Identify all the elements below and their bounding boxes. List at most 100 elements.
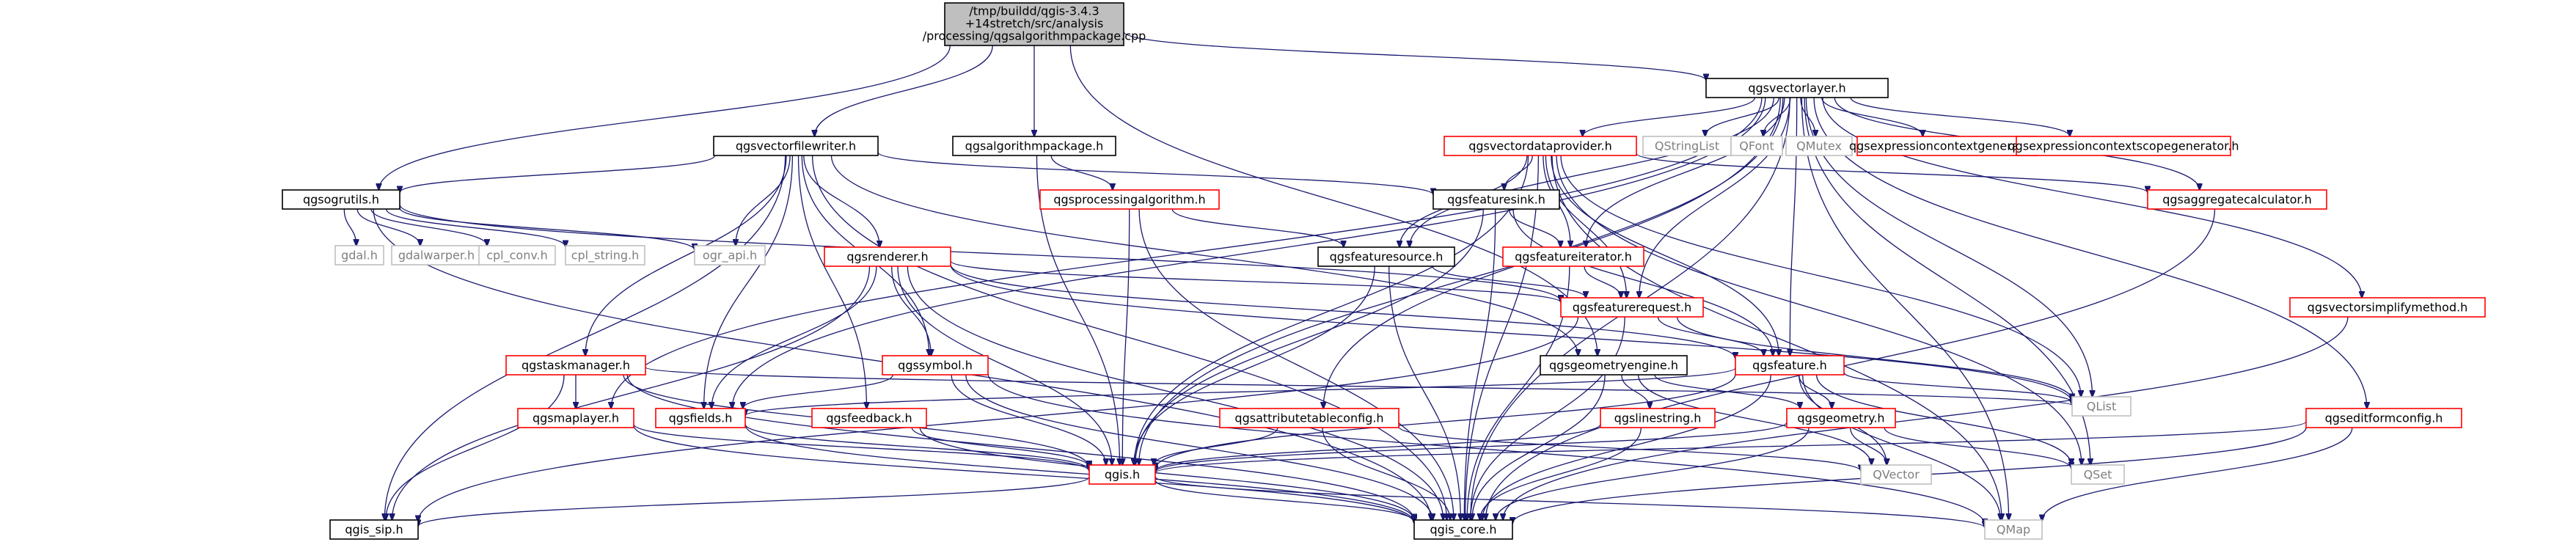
node-maplayer-box [517, 408, 634, 428]
root-node[interactable]: /tmp/buildd/qgis-3.4.3 +14stretch/src/an… [923, 2, 1146, 46]
edge-vectorsimplify-to-qgiscore [1503, 316, 2349, 520]
node-qgiscore-box [1413, 519, 1513, 540]
node-geometryengine-label: qgsgeometryengine.h [1549, 359, 1678, 373]
edge-featureiterator-to-featurerequest [1584, 265, 1621, 298]
node-linestring[interactable]: qgslinestring.h [1600, 408, 1716, 428]
node-qstringlist-label: QStringList [1655, 139, 1719, 153]
edge-featuresource-to-qgis [1134, 265, 1375, 465]
node-attributetableconfig-box [1219, 408, 1399, 428]
edge-featurerequest-to-qgissip [418, 316, 1579, 521]
node-exprscopegen-box [2016, 136, 2231, 156]
edge-feature-to-geometry [1798, 374, 1832, 409]
node-gdal: gdal.h [334, 245, 384, 265]
node-vectorlayer[interactable]: qgsvectorlayer.h [1705, 78, 1889, 98]
node-exprscopegen[interactable]: qgsexpressioncontextscopegenerator.h [2008, 136, 2239, 156]
node-aggregatecalculator[interactable]: qgsaggregatecalculator.h [2147, 189, 2327, 210]
node-qgis[interactable]: qgis.h [1088, 464, 1156, 485]
edge-featuresink-to-featureiterator [1508, 208, 1561, 247]
node-algorithmpackage-box [952, 136, 1116, 156]
node-qgis-label: qgis.h [1105, 468, 1140, 482]
edge-root-to-ogrutils [378, 45, 951, 190]
edge-symbol-to-qgiscore [965, 374, 1432, 520]
edge-ogrutils-to-featurerequest [399, 204, 1561, 301]
node-geometry[interactable]: qgsgeometry.h [1786, 408, 1896, 428]
edge-feature-to-qgiscore [1482, 374, 1771, 520]
node-ogrutils[interactable]: qgsogrutils.h [282, 189, 400, 210]
node-geometry-label: qgsgeometry.h [1797, 411, 1884, 425]
node-featureiterator-label: qgsfeatureiterator.h [1515, 250, 1632, 264]
node-qvector-box [1860, 464, 1932, 485]
node-feature[interactable]: qgsfeature.h [1735, 355, 1845, 376]
node-qfont-label: QFont [1739, 139, 1774, 153]
node-qmutex-label: QMutex [1796, 139, 1842, 153]
node-fields[interactable]: qgsfields.h [655, 408, 746, 428]
node-fields-label: qgsfields.h [669, 411, 733, 425]
node-taskmanager-label: qgstaskmanager.h [522, 359, 630, 373]
edge-attributetableconfig-to-qvector [1398, 426, 1861, 472]
node-ograpi: ogr_api.h [694, 245, 766, 265]
edge-taskmanager-to-qgissip [386, 374, 565, 520]
node-taskmanager[interactable]: qgstaskmanager.h [505, 355, 646, 376]
node-maplayer[interactable]: qgsmaplayer.h [517, 408, 634, 428]
edge-renderer-to-featurerequest [950, 260, 1561, 303]
node-renderer-box [824, 246, 951, 267]
node-algorithmpackage[interactable]: qgsalgorithmpackage.h [952, 136, 1116, 156]
node-vectorfilewriter-label: qgsvectorfilewriter.h [736, 139, 856, 153]
node-geometryengine-box [1540, 355, 1688, 376]
edge-feature-to-fields [745, 367, 1736, 416]
node-vectorsimplify-box [2289, 297, 2486, 318]
node-qgiscore[interactable]: qgis_core.h [1413, 519, 1513, 540]
node-vectorfilewriter[interactable]: qgsvectorfilewriter.h [713, 136, 879, 156]
node-attributetableconfig[interactable]: qgsattributetableconfig.h [1219, 408, 1399, 428]
node-renderer[interactable]: qgsrenderer.h [824, 246, 951, 267]
edge-renderer-to-fields [711, 265, 877, 409]
edge-vectorfilewriter-to-qgissip [384, 155, 786, 520]
node-aggregatecalculator-box [2147, 189, 2327, 210]
edge-geometryengine-to-linestring [1621, 374, 1650, 409]
node-editformconfig-label: qgseditformconfig.h [2325, 411, 2443, 425]
node-featuresource-box [1317, 246, 1455, 267]
edge-root-to-geometryengine [1069, 45, 1598, 356]
edge-taskmanager-to-qlist [645, 367, 2072, 406]
node-featurerequest[interactable]: qgsfeaturerequest.h [1560, 297, 1704, 318]
node-symbol[interactable]: qgssymbol.h [882, 355, 989, 376]
node-qvector-label: QVector [1873, 468, 1920, 482]
edge-featureiterator-to-qgiscore [1467, 265, 1570, 520]
node-qgissip[interactable]: qgis_sip.h [329, 519, 419, 540]
node-vectorlayer-label: qgsvectorlayer.h [1748, 81, 1845, 95]
node-featuresink[interactable]: qgsfeaturesink.h [1432, 189, 1560, 210]
edge-vectorlayer-to-featureiterator [1586, 97, 1785, 247]
edge-symbol-to-qmap [987, 373, 1985, 525]
node-editformconfig[interactable]: qgseditformconfig.h [2305, 408, 2462, 428]
edge-feature-to-qlist [1843, 372, 2072, 403]
node-exprctxgen-label: qgsexpressioncontextgenerator.h [1849, 139, 2046, 153]
edge-feature-to-qmap [1802, 374, 2001, 520]
edge-ogrutils-to-gdal [343, 208, 356, 246]
node-qfont-box [1730, 136, 1783, 156]
edge-root-to-vectorlayer [1123, 31, 1706, 80]
node-processingalgorithm-label: qgsprocessingalgorithm.h [1053, 193, 1205, 207]
node-attributetableconfig-label: qgsattributetableconfig.h [1234, 411, 1383, 425]
node-featureiterator[interactable]: qgsfeatureiterator.h [1502, 246, 1644, 267]
node-geometryengine[interactable]: qgsgeometryengine.h [1540, 355, 1688, 376]
node-vectordataprovider[interactable]: qgsvectordataprovider.h [1443, 136, 1637, 156]
node-aggregatecalculator-label: qgsaggregatecalculator.h [2162, 193, 2312, 207]
node-qmap-label: QMap [1997, 523, 2030, 537]
node-ogrutils-label: qgsogrutils.h [303, 193, 379, 207]
node-gdalwarper-box [391, 245, 482, 265]
edge-geometry-to-qgis [1155, 422, 1788, 472]
node-qmutex-box [1785, 136, 1853, 156]
edge-maplayer-to-qgis [633, 423, 1089, 471]
node-featuresink-box [1432, 189, 1560, 210]
node-qmutex: QMutex [1785, 136, 1853, 156]
node-taskmanager-box [505, 355, 646, 376]
node-vectorsimplify[interactable]: qgsvectorsimplifymethod.h [2289, 297, 2486, 318]
edge-featurerequest-to-qlist [1676, 316, 2072, 400]
edge-symbol-to-fields [743, 374, 893, 409]
node-processingalgorithm[interactable]: qgsprocessingalgorithm.h [1039, 189, 1220, 210]
node-feedback[interactable]: qgsfeedback.h [811, 408, 927, 428]
node-featuresource[interactable]: qgsfeaturesource.h [1317, 246, 1455, 267]
root-line-1: /tmp/buildd/qgis-3.4.3 [969, 4, 1099, 18]
edge-editformconfig-to-qgis [1155, 421, 2307, 473]
